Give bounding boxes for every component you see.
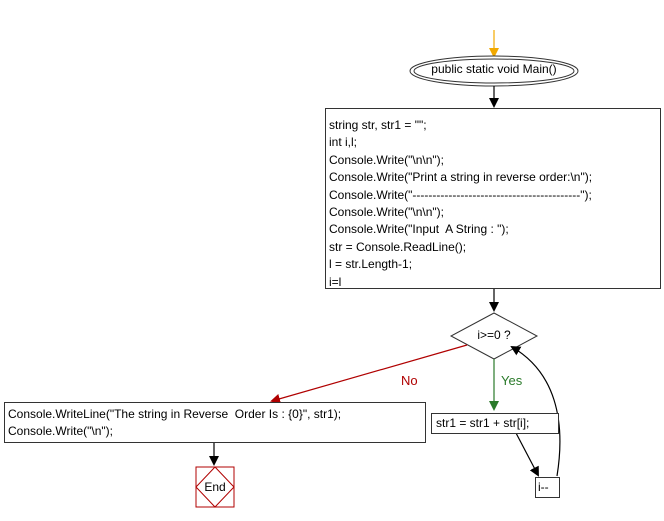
init-line-8: str = Console.ReadLine(); — [329, 239, 467, 254]
arrow-body-to-decrement — [515, 432, 539, 477]
init-line-5: Console.Write("-------------------------… — [329, 187, 592, 202]
start-node-label: public static void Main() — [431, 62, 557, 76]
init-line-9: l = str.Length-1; — [329, 257, 413, 272]
loop-body-label: str1 = str1 + str[i]; — [436, 416, 530, 430]
init-line-6: Console.Write("\n\n"); — [329, 205, 445, 220]
init-line-3: Console.Write("\n\n"); — [329, 152, 445, 167]
decision-label: i>=0 ? — [477, 328, 511, 342]
output-line-1: Console.WriteLine("The string in Reverse… — [8, 407, 342, 421]
arrow-no — [270, 344, 468, 404]
yes-label: Yes — [501, 373, 523, 388]
end-node-diamond — [195, 466, 235, 508]
decrement-label: i-- — [538, 480, 549, 494]
init-line-1: string str, str1 = ""; — [329, 118, 427, 132]
output-process-box: Console.WriteLine("The string in Reverse… — [4, 402, 426, 443]
no-label: No — [401, 373, 418, 388]
init-process-box: string str, str1 = ""; int i,l; Console.… — [325, 108, 661, 289]
init-line-2: int i,l; — [329, 135, 358, 150]
init-line-7: Console.Write("Input A String : "); — [329, 222, 509, 237]
decrement-box: i-- — [535, 477, 560, 498]
arrow-loop-back — [510, 345, 561, 477]
start-node-inner-ring — [413, 58, 575, 84]
output-line-2: Console.Write("\n"); — [8, 424, 113, 439]
loop-body-box: str1 = str1 + str[i]; — [431, 413, 559, 434]
init-line-4: Console.Write("Print a string in reverse… — [329, 170, 593, 185]
end-node-label: End — [204, 480, 226, 494]
init-line-10: i=l — [329, 274, 342, 289]
